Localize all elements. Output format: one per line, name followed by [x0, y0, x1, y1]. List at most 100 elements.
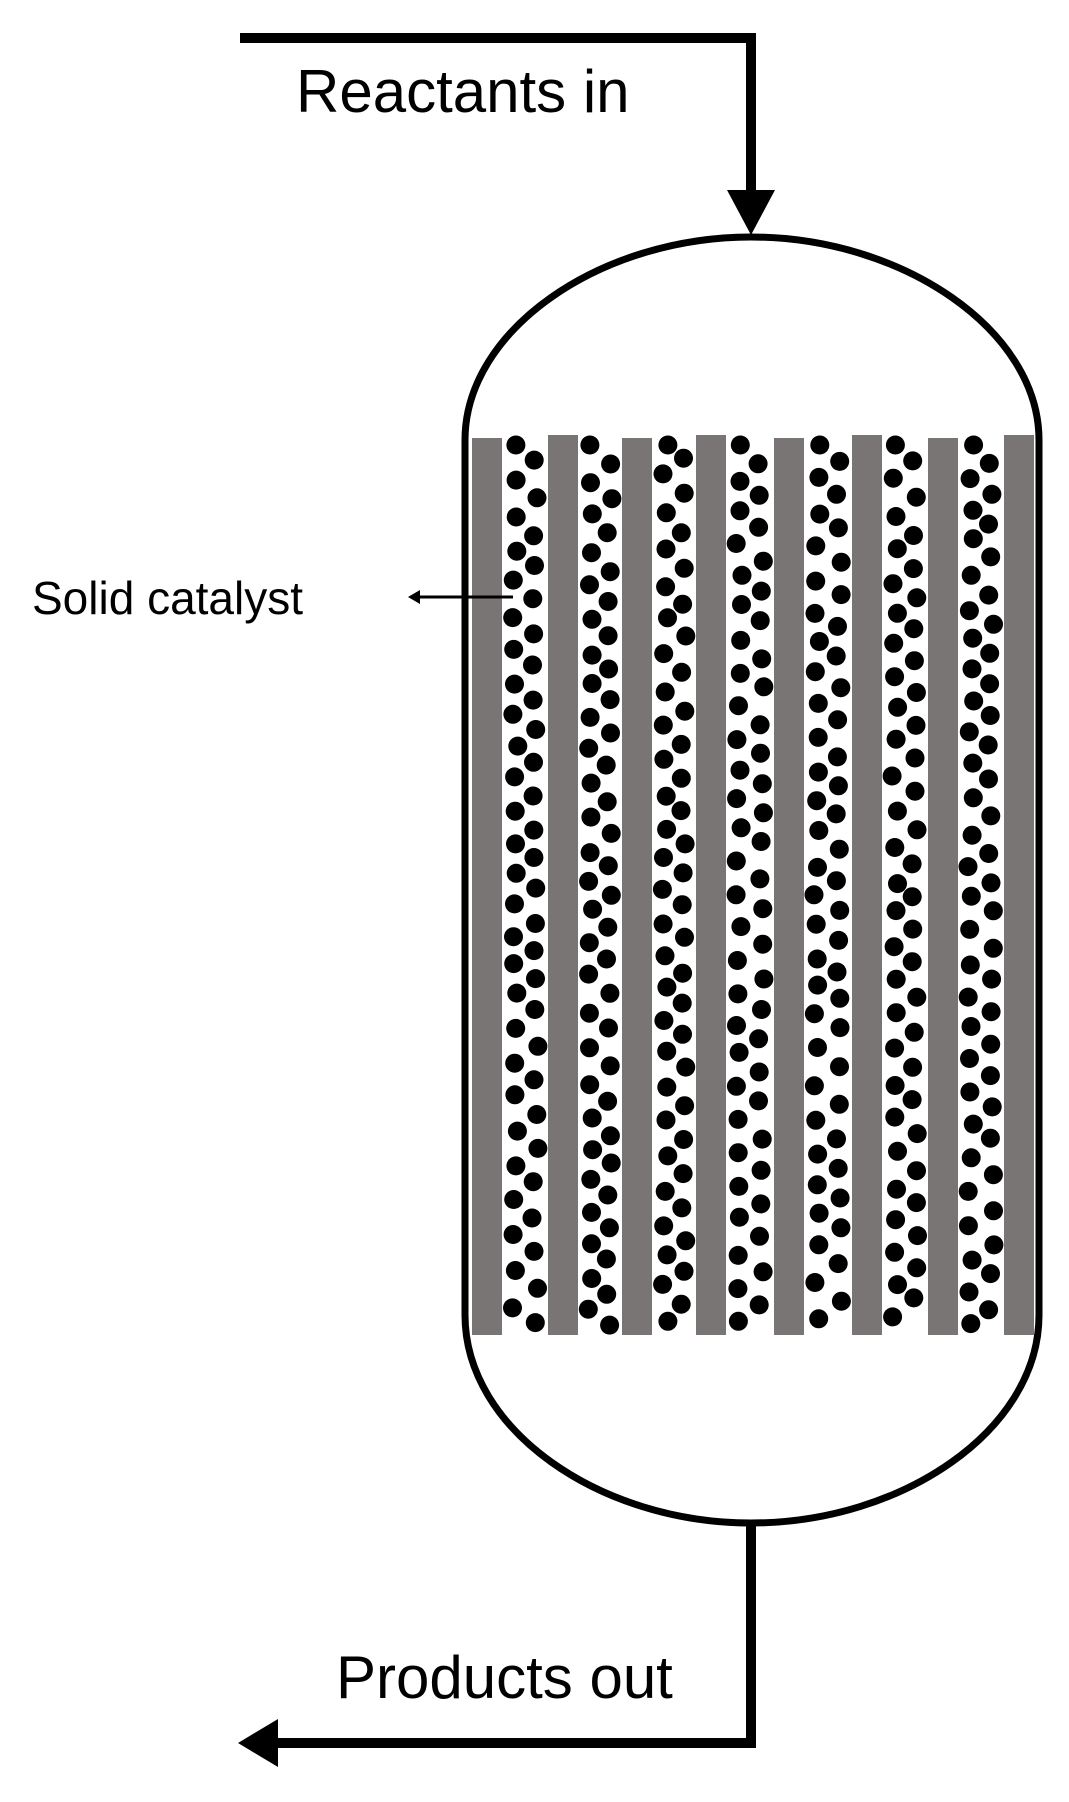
catalyst-pellet — [827, 962, 847, 982]
catalyst-pellet — [525, 1313, 545, 1333]
catalyst-pellet — [582, 1234, 601, 1254]
catalyst-pellet — [902, 887, 922, 907]
catalyst-pellet — [828, 1158, 848, 1178]
catalyst-pellet — [601, 885, 621, 905]
catalyst-pellet — [752, 1129, 772, 1149]
catalyst-pellet — [886, 969, 906, 989]
catalyst-pellet — [806, 1110, 826, 1130]
catalyst-pellet — [601, 454, 621, 474]
catalyst-plate — [928, 438, 958, 1335]
catalyst-pellet — [903, 1057, 923, 1077]
catalyst-pellet — [903, 559, 923, 579]
catalyst-pellet — [961, 1314, 981, 1334]
catalyst-pellet — [807, 1175, 827, 1195]
catalyst-pellet — [753, 934, 773, 954]
catalyst-pellet — [524, 1070, 544, 1090]
catalyst-pellet — [673, 594, 693, 614]
catalyst-pellet — [582, 1108, 602, 1128]
catalyst-pellet — [809, 632, 829, 651]
catalyst-pellet — [656, 577, 676, 597]
catalyst-pellet — [524, 1241, 544, 1261]
catalyst-pellet — [598, 917, 618, 937]
catalyst-pellet — [980, 674, 1000, 694]
catalyst-pellet — [904, 1022, 924, 1042]
catalyst-pellet — [983, 1165, 1003, 1185]
catalyst-pellet — [672, 895, 692, 915]
catalyst-pellet — [581, 1169, 601, 1189]
catalyst-pellet — [907, 1258, 927, 1278]
catalyst-pellet — [728, 1311, 748, 1331]
catalyst-pellet — [979, 453, 999, 473]
catalyst-pellet — [596, 1249, 616, 1269]
catalyst-pellet — [885, 667, 905, 687]
catalyst-pellet — [752, 649, 772, 669]
catalyst-pellet — [980, 1128, 1000, 1148]
catalyst-pellet — [598, 626, 618, 646]
catalyst-pellet — [601, 823, 621, 843]
catalyst-pellet — [804, 885, 824, 905]
catalyst-pellet — [980, 706, 1000, 725]
catalyst-pellet — [829, 1094, 849, 1114]
catalyst-pellet — [524, 941, 544, 961]
catalyst-pellet — [888, 1141, 907, 1161]
catalyst-pellet — [904, 526, 923, 545]
catalyst-pellet — [980, 1066, 1000, 1086]
catalyst-pellet — [523, 655, 542, 675]
catalyst-pellet — [508, 736, 528, 756]
catalyst-pellet — [655, 946, 675, 966]
catalyst-pellet — [674, 448, 693, 468]
catalyst-pellet — [672, 662, 692, 682]
catalyst-pellet — [906, 1193, 926, 1213]
catalyst-pellet — [526, 969, 545, 989]
catalyst-pellet — [581, 773, 601, 793]
catalyst-pellet — [963, 628, 983, 648]
catalyst-pellet — [524, 752, 543, 772]
catalyst-pellet — [727, 1016, 746, 1035]
catalyst-pellet — [906, 715, 926, 735]
catalyst-pellet — [673, 1164, 693, 1184]
catalyst-pellet — [524, 820, 544, 840]
catalyst-pellet — [753, 803, 773, 823]
catalyst-pellet — [831, 1291, 851, 1311]
catalyst-pellet — [963, 788, 983, 808]
catalyst-pellet — [600, 1126, 620, 1146]
catalyst-pellet — [653, 1274, 673, 1294]
catalyst-pellet — [728, 1143, 748, 1163]
catalyst-pellet — [964, 435, 984, 455]
catalyst-pellet — [886, 1003, 906, 1023]
catalyst-pellet — [962, 1250, 982, 1270]
catalyst-pellet — [982, 1097, 1002, 1117]
catalyst-pellet — [906, 487, 926, 507]
catalyst-pellet — [982, 484, 1002, 504]
catalyst-pellet — [505, 1085, 525, 1105]
inlet-pipe — [240, 33, 756, 195]
catalyst-pellet — [883, 468, 903, 488]
catalyst-pellet — [907, 987, 927, 1007]
catalyst-pellet — [503, 570, 523, 590]
catalyst-pellet — [984, 614, 1003, 634]
catalyst-pellet — [751, 1160, 771, 1180]
catalyst-pellet — [749, 1062, 769, 1082]
catalyst-pellet — [829, 930, 849, 950]
catalyst-pellet — [882, 766, 902, 786]
catalyst-pellet — [504, 639, 524, 659]
catalyst-pellet — [963, 753, 983, 773]
catalyst-pellet — [829, 839, 849, 859]
catalyst-pellet — [732, 565, 752, 585]
catalyst-pellet — [751, 832, 771, 851]
catalyst-pellet — [753, 1262, 773, 1282]
catalyst-pellet — [582, 543, 601, 563]
catalyst-pellet — [962, 825, 982, 845]
catalyst-pellet — [805, 662, 825, 682]
catalyst-bed — [472, 435, 1034, 1335]
catalyst-pellet — [673, 963, 693, 983]
catalyst-plate — [774, 438, 804, 1335]
catalyst-pellet — [810, 435, 830, 455]
catalyst-pellet — [751, 581, 771, 601]
catalyst-pellet — [962, 659, 982, 679]
catalyst-pellet — [979, 844, 999, 863]
catalyst-pellet — [809, 1203, 829, 1223]
catalyst-pellet — [528, 1278, 547, 1298]
catalyst-pellet — [504, 954, 524, 974]
catalyst-pellet — [888, 697, 908, 717]
